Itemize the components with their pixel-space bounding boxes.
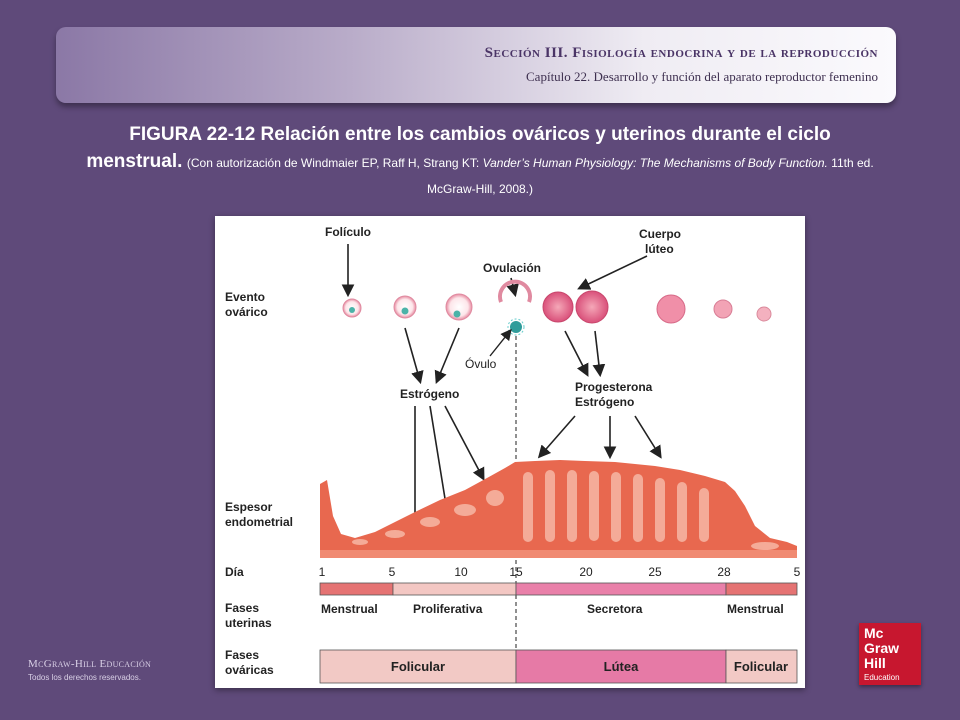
caption-title: FIGURA 22-12 Relación entre los cambios …: [86, 124, 831, 172]
day-tick: 28: [717, 565, 731, 579]
label-ovulacion: Ovulación: [483, 261, 541, 275]
day-tick: 10: [454, 565, 468, 579]
bar-lutea: [515, 649, 727, 684]
label-estrogeno: Estrógeno: [400, 387, 459, 401]
logo-line-4: Education: [864, 673, 900, 682]
day-tick: 5: [794, 565, 801, 579]
follicle-icons: [342, 279, 772, 336]
header-bar: Sección III. Fisiología endocrina y de l…: [56, 27, 896, 103]
endometrium-graphic: [320, 460, 797, 558]
day-tick: 5: [389, 565, 396, 579]
label-foliculo: Folículo: [325, 225, 371, 239]
uterine-phase-menstrual-2: Menstrual: [727, 602, 784, 616]
bar-secretora: [515, 582, 727, 596]
credit-book: Vander’s Human Physiology: The Mechanism…: [482, 156, 828, 170]
chapter-title: Capítulo 22. Desarrollo y función del ap…: [526, 69, 878, 84]
day-tick: 15: [509, 565, 523, 579]
label-cuerpo-1: Cuerpo: [639, 227, 681, 241]
bar-menstrual-2: [725, 582, 798, 596]
ovarian-phase-folicular-1: Folicular: [391, 659, 445, 674]
label-espesor-2: endometrial: [225, 515, 293, 529]
caption-credit: (Con autorización de Windmaier EP, Raff …: [187, 156, 874, 196]
day-tick: 20: [579, 565, 593, 579]
label-fases-ovaricas-2: ováricas: [225, 663, 274, 677]
label-estrogeno-2: Estrógeno: [575, 395, 634, 409]
bar-folicular-2: [725, 649, 798, 684]
label-evento-1: Evento: [225, 290, 265, 304]
logo-line-1: Mc: [864, 625, 884, 641]
ovarian-phase-lutea: Lútea: [604, 659, 639, 674]
label-ovulo: Óvulo: [465, 356, 497, 371]
section-title: Sección III. Fisiología endocrina y de l…: [484, 45, 878, 61]
uterine-phase-secretora: Secretora: [587, 602, 643, 616]
label-cuerpo-2: lúteo: [645, 242, 674, 256]
label-fases-ovaricas-1: Fases: [225, 648, 259, 662]
footer: McGraw-Hill Educación Todos los derechos…: [28, 658, 151, 682]
ovarian-phase-folicular-2: Folicular: [734, 659, 788, 674]
day-tick: 25: [648, 565, 662, 579]
label-espesor-1: Espesor: [225, 500, 273, 514]
figure-caption: FIGURA 22-12 Relación entre los cambios …: [80, 122, 880, 202]
logo-line-3: Hill: [864, 655, 886, 671]
logo-line-2: Graw: [864, 640, 900, 656]
day-tick: 1: [319, 565, 326, 579]
bar-menstrual-1: [319, 582, 394, 596]
uterine-phase-menstrual-1: Menstrual: [321, 602, 378, 616]
bar-proliferativa: [392, 582, 517, 596]
label-fases-uterinas-2: uterinas: [225, 616, 272, 630]
credit-edition: 11th ed. McGraw-Hill, 2008.): [426, 156, 874, 196]
figure-panel: Folículo Ovulación Cuerpo lúteo Evento o…: [215, 216, 805, 688]
label-evento-2: ovárico: [225, 305, 268, 319]
label-dia: Día: [225, 565, 244, 579]
label-progesterona: Progesterona: [575, 380, 653, 394]
footer-rights: Todos los derechos reservados.: [28, 673, 141, 682]
footer-brand: McGraw-Hill Educación: [28, 658, 152, 670]
label-fases-uterinas-1: Fases: [225, 601, 259, 615]
mcgraw-hill-logo: Mc Graw Hill Education: [859, 623, 921, 685]
credit-text: (Con autorización de Windmaier EP, Raff …: [186, 156, 483, 170]
menstrual-cycle-diagram: Folículo Ovulación Cuerpo lúteo Evento o…: [225, 225, 801, 684]
uterine-phase-proliferativa: Proliferativa: [413, 602, 483, 616]
